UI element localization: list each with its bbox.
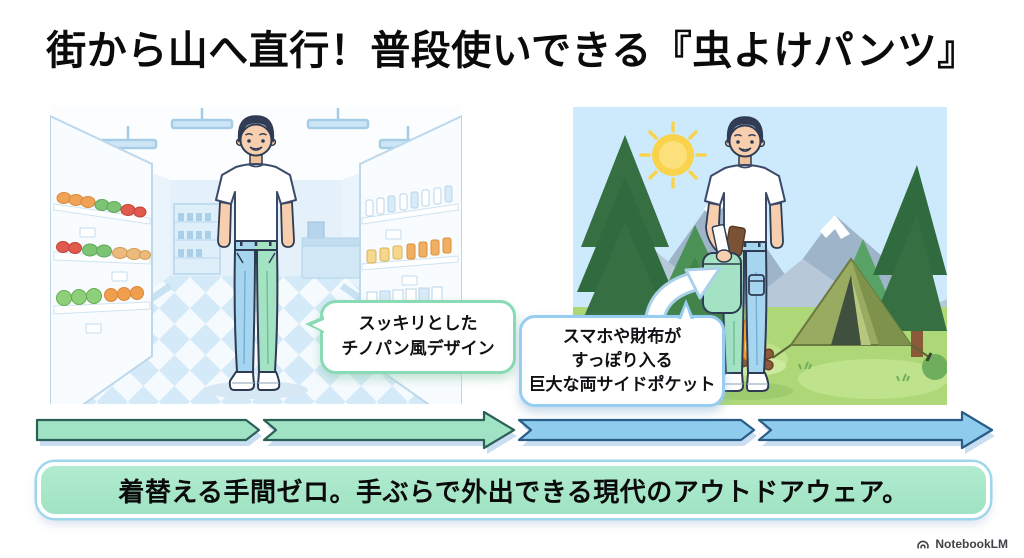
arrow-segment-1 — [35, 418, 261, 442]
man-camp-illustration — [697, 116, 793, 400]
sun-icon — [639, 121, 707, 189]
brand-label: NotebookLM — [935, 537, 1008, 551]
key-message-banner: 着替える手間ゼロ。手ぶらで外出できる現代のアウトドアウェア。 — [37, 462, 990, 518]
back-shelf-icon — [173, 203, 221, 275]
tent-icon — [767, 257, 933, 363]
callout-side-pocket: スマホや財布が すっぽり入る 巨大な両サイドポケット — [519, 299, 725, 407]
arrow-segment-4 — [757, 410, 994, 450]
callout-line: 巨大な両サイドポケット — [528, 375, 716, 395]
arrow-segment-2 — [262, 410, 516, 450]
callout-line: すっぽり入る — [571, 350, 673, 370]
brand-footer: NotebookLM — [916, 537, 1008, 551]
callout-line: チノパン風デザイン — [341, 339, 495, 358]
key-message-text: 着替える手間ゼロ。手ぶらで外出できる現代のアウトドアウェア。 — [118, 476, 909, 507]
arrow-segment-3 — [517, 418, 756, 442]
callout-line: スマホや財布が — [562, 326, 682, 346]
progress-arrows — [35, 410, 995, 454]
page-title: 街から山へ直行！普段使いできる『虫よけパンツ』 — [46, 29, 978, 73]
checkout-counter-icon — [301, 221, 361, 279]
produce-shelf-icon — [50, 114, 153, 404]
man-city-illustration — [204, 115, 308, 399]
notebooklm-logo-icon — [917, 540, 930, 549]
callout-chino-design: スッキリとした チノパン風デザイン — [305, 300, 516, 374]
callout-line: スッキリとした — [358, 314, 478, 334]
